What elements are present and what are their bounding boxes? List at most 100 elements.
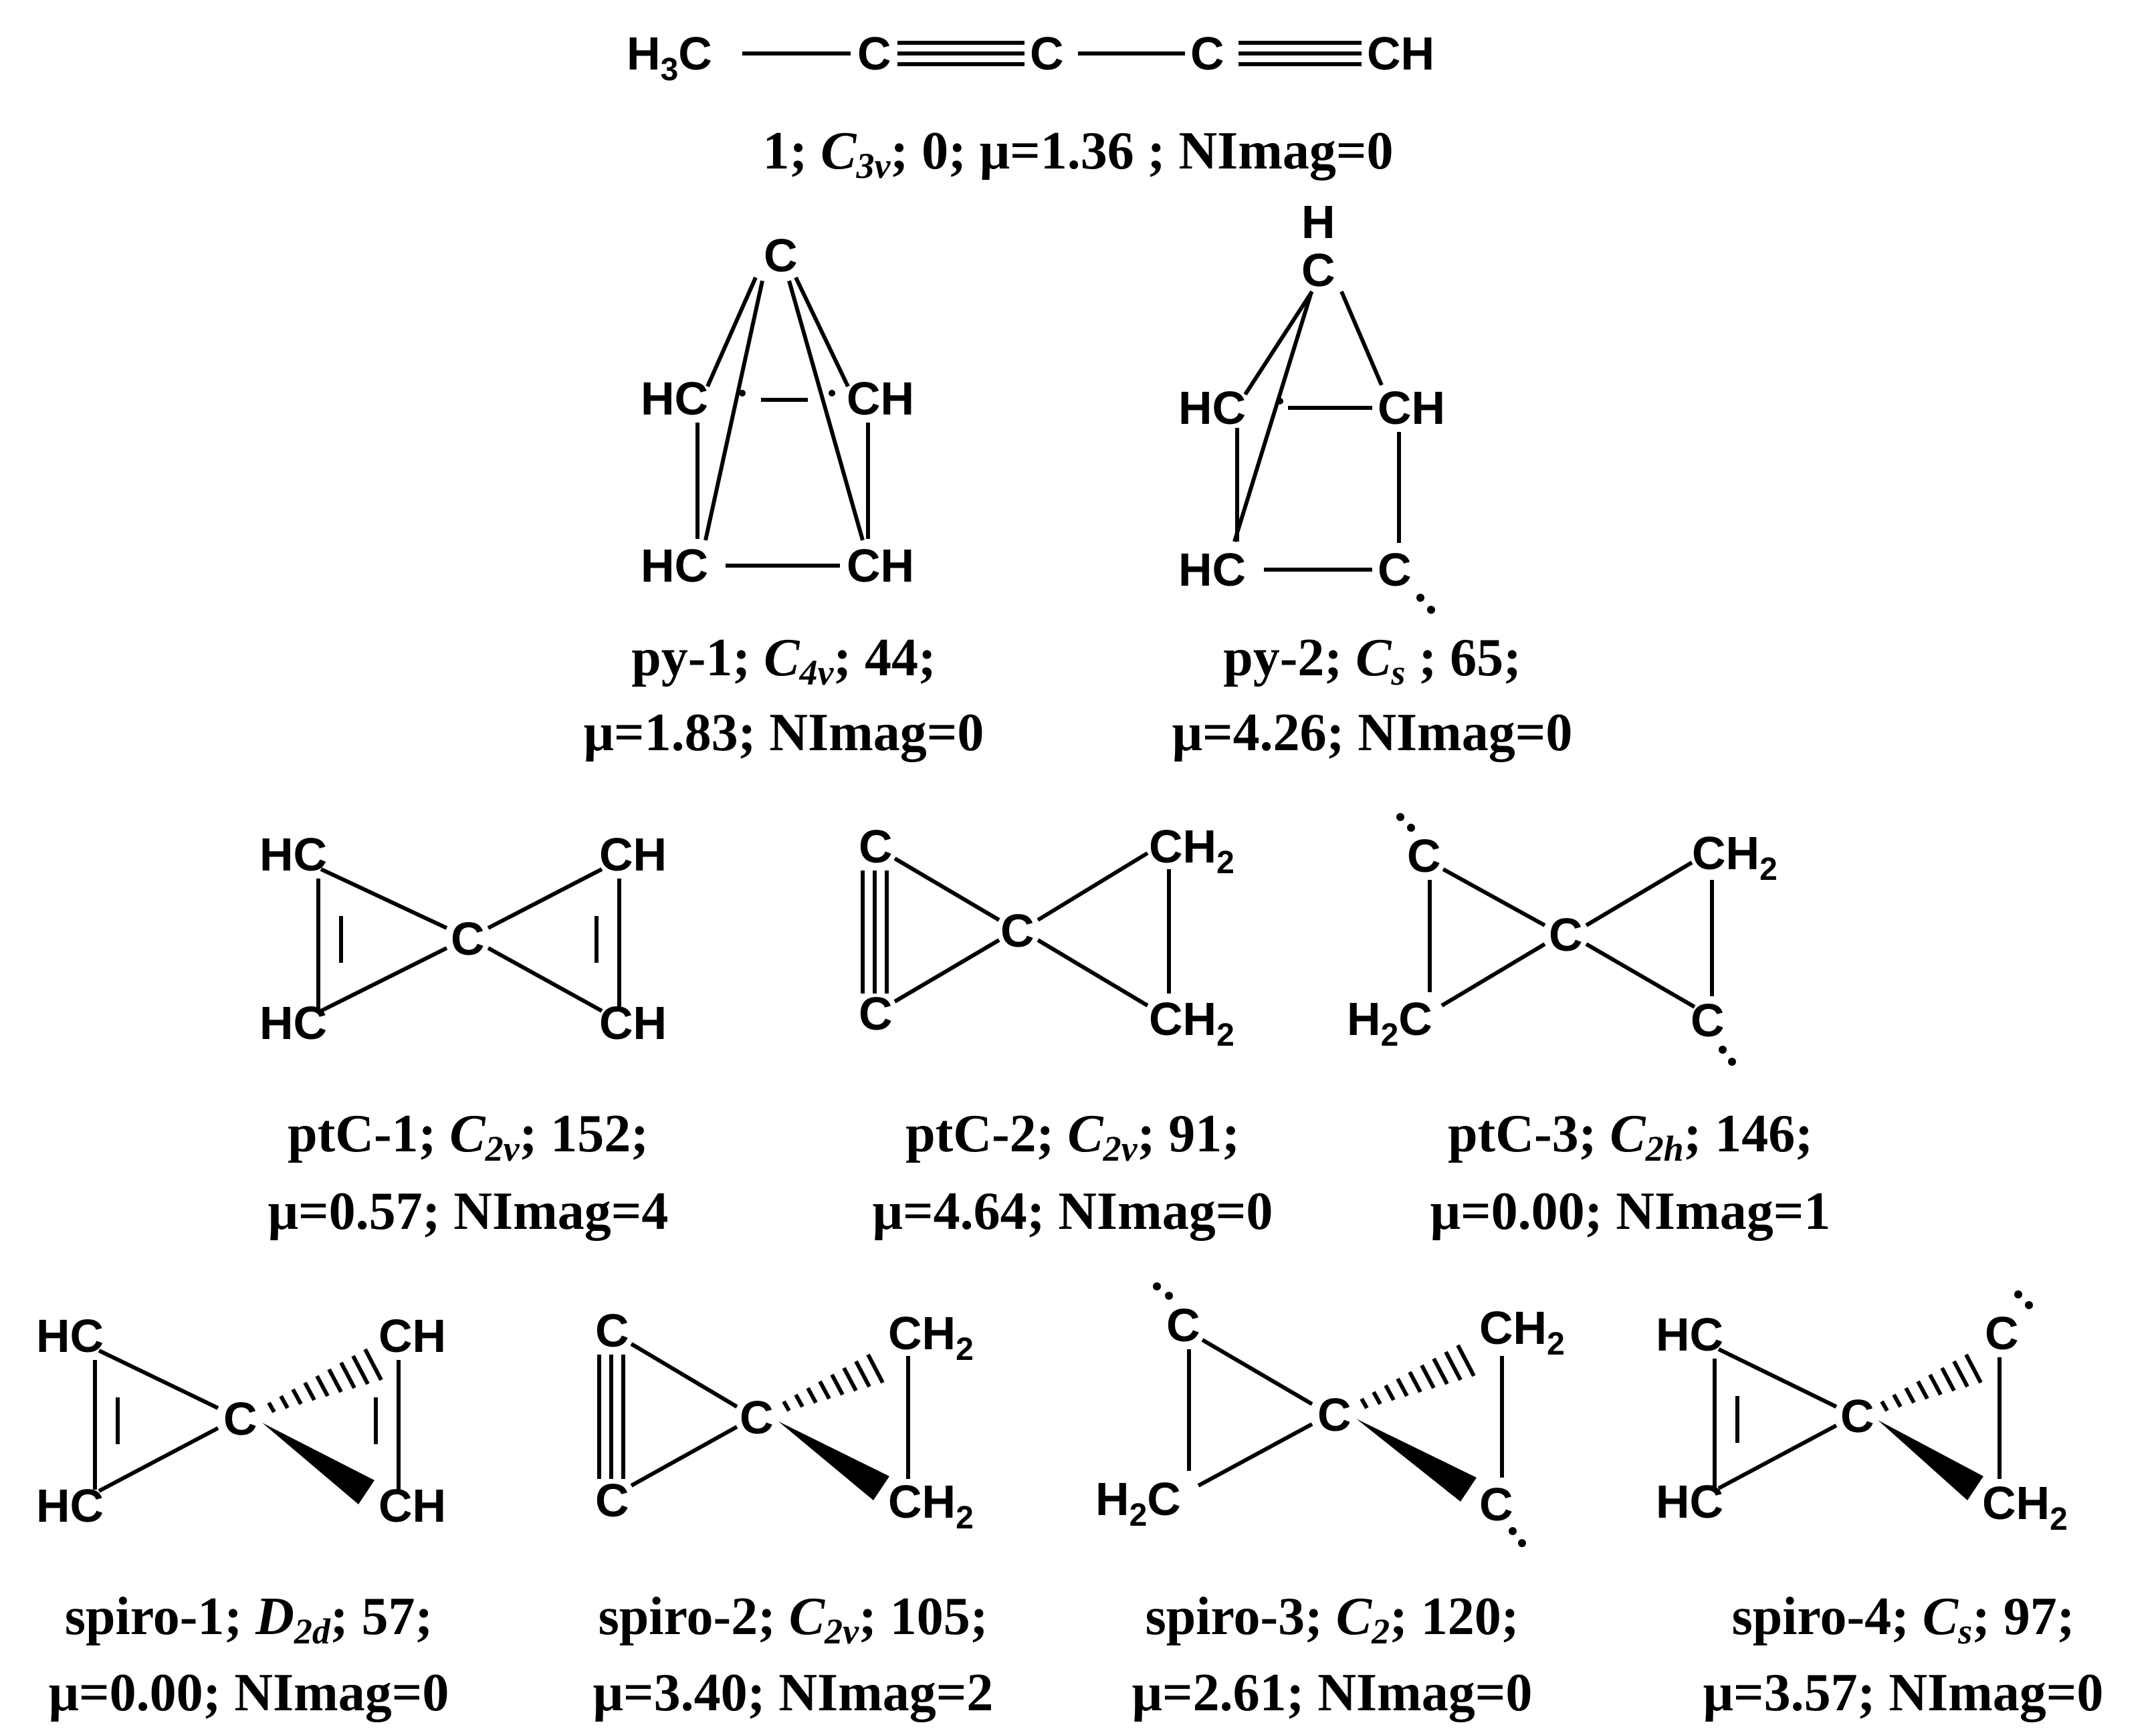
caption-py-1-line2: μ=1.83; NImag=0 [584, 703, 984, 762]
atom-hc: HC [36, 1310, 104, 1362]
bond [1717, 1347, 1838, 1409]
ptC-2-structure: C C C CH2 CH2 [859, 820, 1234, 1053]
atom-ch2: CH2 [888, 1307, 974, 1367]
atom-hc: HC [36, 1480, 104, 1532]
lone-pair-dot [1728, 1058, 1736, 1066]
bond [704, 280, 764, 541]
atom-c-center: C [1317, 1389, 1352, 1441]
caption-spiro-4-line1: spiro-4; Cs; 97; [1732, 1587, 2075, 1651]
hashed-wedge-bond [1880, 1353, 1983, 1412]
bond [1585, 942, 1696, 1009]
atom-c: C [1407, 830, 1441, 882]
atom-hc: HC [641, 540, 708, 592]
hashed-wedge-bond [267, 1348, 383, 1413]
atom-c: C [1030, 27, 1064, 80]
bond [1197, 1422, 1313, 1488]
atom-c: C [595, 1474, 629, 1526]
bond [893, 856, 1000, 922]
ptC-3-structure: C H2C C CH2 C [1347, 813, 1777, 1066]
bond [1037, 938, 1149, 1008]
atom-c-center: C [451, 913, 485, 965]
lone-pair-dot [1509, 1527, 1517, 1535]
bond [706, 276, 758, 388]
atom-ch: CH [379, 1310, 446, 1362]
atom-c-apex: C [764, 229, 798, 281]
lone-pair-dot [1153, 1282, 1161, 1290]
bond [1717, 1423, 1838, 1490]
atom-c-center: C [1549, 909, 1583, 961]
atom-c: C [1301, 244, 1335, 296]
atom-c: C [859, 988, 893, 1040]
atom-ch: CH [599, 828, 667, 881]
lone-pair-dot [1427, 606, 1435, 614]
bond [787, 280, 865, 541]
bond [1440, 942, 1546, 1008]
bond [893, 938, 1000, 1004]
lone-pair-dot [1416, 594, 1424, 602]
atom-ch2: CH2 [1982, 1477, 2068, 1537]
ptC-1-structure: HC HC C CH CH [259, 828, 667, 1049]
lone-pair-dot [2025, 1301, 2033, 1309]
atom-hc: HC [259, 997, 327, 1049]
atom-hc: HC [1178, 382, 1246, 434]
caption-py-2-line1: py-2; Cs ; 65; [1223, 628, 1521, 693]
atom-ch2: CH2 [1692, 827, 1777, 887]
caption-ptC-1-line1: ptC-1; C2v; 152; [288, 1105, 649, 1169]
bond [794, 276, 850, 388]
caption-spiro-4-line2: μ=3.57; NImag=0 [1703, 1663, 2104, 1722]
bond [1243, 290, 1314, 396]
lone-pair-dot [1518, 1539, 1526, 1547]
caption-spiro-3-line1: spiro-3; C2; 120; [1146, 1587, 1519, 1651]
hashed-wedge-bond [1360, 1344, 1476, 1409]
atom-c: C [1985, 1307, 2019, 1359]
atom-hc: HC [1178, 544, 1246, 596]
molecule-1-structure: H3C C C C CH [627, 27, 1434, 88]
atom-h2c: H2C [1095, 1473, 1181, 1533]
atom-c-center: C [223, 1393, 257, 1445]
atom-c-center: C [1840, 1390, 1874, 1442]
atom-ch2: CH2 [1479, 1302, 1565, 1362]
radical-dot [1277, 398, 1283, 405]
bond [98, 1426, 219, 1493]
spiro-2-structure: C C C CH2 CH2 [595, 1304, 974, 1536]
hashed-wedge-bond [782, 1353, 885, 1412]
atom-c: C [859, 820, 893, 873]
atom-ch: CH [379, 1480, 446, 1532]
caption-py-2-line2: μ=4.26; NImag=0 [1172, 703, 1573, 762]
atom-c: C [857, 27, 891, 80]
atom-ch: CH [1378, 382, 1445, 434]
atom-c: C [1378, 544, 1412, 596]
atom-c: C [1691, 994, 1725, 1046]
caption-spiro-2-line2: μ=3.40; NImag=2 [593, 1663, 994, 1722]
solid-wedge-bond [1356, 1419, 1477, 1502]
atom-hc: HC [259, 828, 327, 881]
bond [1232, 294, 1313, 542]
atom-ch: CH [847, 540, 914, 592]
bond [487, 946, 603, 1013]
bond [320, 946, 448, 1013]
atom-ch2: CH2 [888, 1476, 974, 1536]
atom-hc: HC [641, 372, 708, 425]
atom-h: H [1301, 196, 1335, 248]
atom-ch: CH [847, 372, 914, 425]
caption-spiro-1-line1: spiro-1; D2d; 57; [65, 1587, 433, 1651]
lone-pair-dot [1719, 1046, 1727, 1054]
atom-c-center: C [1000, 905, 1035, 957]
atom-hc: HC [1656, 1308, 1723, 1361]
lone-pair-dot [1396, 813, 1404, 821]
caption-ptC-2-line2: μ=4.64; NImag=0 [873, 1182, 1273, 1241]
spiro-4-structure: HC HC C C CH2 [1656, 1290, 2068, 1537]
bond [1201, 1338, 1313, 1406]
bond [1442, 867, 1546, 927]
lone-pair-dot [2014, 1290, 2022, 1298]
py-2-structure: H C HC CH HC C [1178, 196, 1445, 614]
caption-molecule-1: 1; C3v; 0; μ=1.36 ; NImag=0 [763, 122, 1394, 186]
atom-c: C [1166, 1299, 1200, 1351]
bond [487, 867, 603, 930]
atom-h3c: H3C [627, 27, 712, 88]
radical-dot [829, 390, 835, 396]
caption-ptC-3-line2: μ=0.00; NImag=1 [1430, 1182, 1831, 1241]
atom-ch2: CH2 [1149, 820, 1234, 881]
caption-py-1-line1: py-1; C4v; 44; [631, 628, 936, 693]
py-1-structure: C HC CH HC CH [641, 229, 914, 592]
